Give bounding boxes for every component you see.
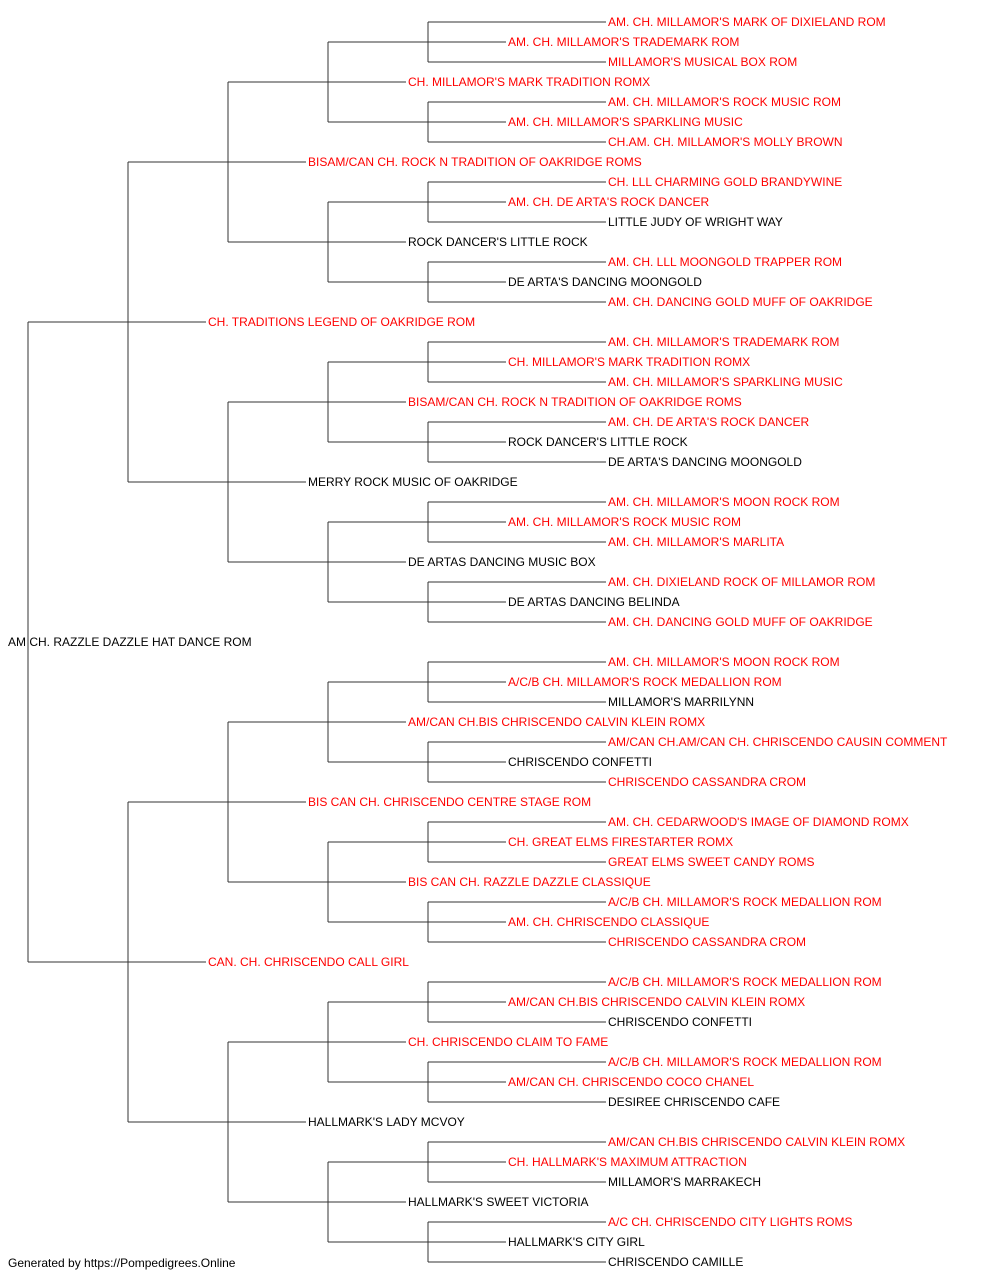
dam-name-gen4: ROCK DANCER'S LITTLE ROCK — [508, 435, 688, 449]
sire-name-gen5: A/C/B CH. MILLAMOR'S ROCK MEDALLION ROM — [608, 975, 882, 989]
sire-name-gen4: AM/CAN CH.BIS CHRISCENDO CALVIN KLEIN RO… — [508, 995, 805, 1009]
sire-name-gen3: BISAM/CAN CH. ROCK N TRADITION OF OAKRID… — [408, 395, 742, 409]
sire-name-gen3: CH. CHRISCENDO CLAIM TO FAME — [408, 1035, 608, 1049]
sire-name-gen4: AM. CH. MILLAMOR'S ROCK MUSIC ROM — [508, 515, 741, 529]
sire-name-gen5: AM. CH. MILLAMOR'S TRADEMARK ROM — [608, 335, 839, 349]
dam-name-gen5: CHRISCENDO CASSANDRA CROM — [608, 935, 806, 949]
dam-name-gen5: AM. CH. MILLAMOR'S MARLITA — [608, 535, 784, 549]
sire-name-gen4: AM. CH. MILLAMOR'S TRADEMARK ROM — [508, 35, 739, 49]
sire-name-gen4: AM. CH. DE ARTA'S ROCK DANCER — [508, 195, 710, 209]
sire-name-gen4: CH. HALLMARK'S MAXIMUM ATTRACTION — [508, 1155, 747, 1169]
sire-name-gen5: AM. CH. CEDARWOOD'S IMAGE OF DIAMOND ROM… — [608, 815, 909, 829]
sire-name-gen5: A/C/B CH. MILLAMOR'S ROCK MEDALLION ROM — [608, 1055, 882, 1069]
sire-name-gen5: CH. LLL CHARMING GOLD BRANDYWINE — [608, 175, 842, 189]
sire-name-gen4: CH. GREAT ELMS FIRESTARTER ROMX — [508, 835, 733, 849]
sire-name-gen5: AM. CH. MILLAMOR'S MOON ROCK ROM — [608, 495, 840, 509]
dam-name-gen5: AM. CH. DANCING GOLD MUFF OF OAKRIDGE — [608, 615, 873, 629]
sire-name-gen4: A/C/B CH. MILLAMOR'S ROCK MEDALLION ROM — [508, 675, 782, 689]
dam-name-gen2: MERRY ROCK MUSIC OF OAKRIDGE — [308, 475, 518, 489]
dam-name-gen5: AM. CH. DANCING GOLD MUFF OF OAKRIDGE — [608, 295, 873, 309]
dam-name-gen5: MILLAMOR'S MARRILYNN — [608, 695, 754, 709]
sire-name-gen5: AM. CH. MILLAMOR'S MARK OF DIXIELAND ROM — [608, 15, 886, 29]
sire-name-gen5: AM. CH. DE ARTA'S ROCK DANCER — [608, 415, 810, 429]
sire-name-gen5: AM/CAN CH.AM/CAN CH. CHRISCENDO CAUSIN C… — [608, 735, 948, 749]
dam-name-gen5: CHRISCENDO CONFETTI — [608, 1015, 752, 1029]
sire-name-gen3: AM/CAN CH.BIS CHRISCENDO CALVIN KLEIN RO… — [408, 715, 705, 729]
dam-name-gen4: CHRISCENDO CONFETTI — [508, 755, 652, 769]
subject-name: AM CH. RAZZLE DAZZLE HAT DANCE ROM — [8, 635, 252, 649]
dam-name-gen3: DE ARTAS DANCING MUSIC BOX — [408, 555, 596, 569]
dam-name-gen4: AM. CH. MILLAMOR'S SPARKLING MUSIC — [508, 115, 743, 129]
dam-name-gen5: CHRISCENDO CAMILLE — [608, 1255, 743, 1269]
dam-name-gen3: HALLMARK'S SWEET VICTORIA — [408, 1195, 589, 1209]
sire-name-gen1: CH. TRADITIONS LEGEND OF OAKRIDGE ROM — [208, 315, 475, 329]
dam-name-gen4: DE ARTAS DANCING BELINDA — [508, 595, 680, 609]
dam-name-gen5: DESIREE CHRISCENDO CAFE — [608, 1095, 780, 1109]
dam-name-gen5: MILLAMOR'S MUSICAL BOX ROM — [608, 55, 797, 69]
dam-name-gen2: HALLMARK'S LADY MCVOY — [308, 1115, 465, 1129]
sire-name-gen2: BISAM/CAN CH. ROCK N TRADITION OF OAKRID… — [308, 155, 642, 169]
dam-name-gen4: AM/CAN CH. CHRISCENDO COCO CHANEL — [508, 1075, 754, 1089]
sire-name-gen5: AM. CH. MILLAMOR'S MOON ROCK ROM — [608, 655, 840, 669]
dam-name-gen4: DE ARTA'S DANCING MOONGOLD — [508, 275, 702, 289]
dam-name-gen1: CAN. CH. CHRISCENDO CALL GIRL — [208, 955, 409, 969]
dam-name-gen5: DE ARTA'S DANCING MOONGOLD — [608, 455, 802, 469]
sire-name-gen3: CH. MILLAMOR'S MARK TRADITION ROMX — [408, 75, 650, 89]
dam-name-gen5: MILLAMOR'S MARRAKECH — [608, 1175, 761, 1189]
sire-name-gen5: AM. CH. DIXIELAND ROCK OF MILLAMOR ROM — [608, 575, 875, 589]
sire-name-gen2: BIS CAN CH. CHRISCENDO CENTRE STAGE ROM — [308, 795, 591, 809]
dam-name-gen4: HALLMARK'S CITY GIRL — [508, 1235, 645, 1249]
dam-name-gen3: BIS CAN CH. RAZZLE DAZZLE CLASSIQUE — [408, 875, 651, 889]
dam-name-gen5: GREAT ELMS SWEET CANDY ROMS — [608, 855, 814, 869]
sire-name-gen5: AM/CAN CH.BIS CHRISCENDO CALVIN KLEIN RO… — [608, 1135, 905, 1149]
dam-name-gen5: CHRISCENDO CASSANDRA CROM — [608, 775, 806, 789]
dam-name-gen5: AM. CH. MILLAMOR'S SPARKLING MUSIC — [608, 375, 843, 389]
dam-name-gen5: CH.AM. CH. MILLAMOR'S MOLLY BROWN — [608, 135, 843, 149]
sire-name-gen5: A/C/B CH. MILLAMOR'S ROCK MEDALLION ROM — [608, 895, 882, 909]
sire-name-gen4: CH. MILLAMOR'S MARK TRADITION ROMX — [508, 355, 750, 369]
dam-name-gen4: AM. CH. CHRISCENDO CLASSIQUE — [508, 915, 709, 929]
sire-name-gen5: AM. CH. MILLAMOR'S ROCK MUSIC ROM — [608, 95, 841, 109]
sire-name-gen5: AM. CH. LLL MOONGOLD TRAPPER ROM — [608, 255, 842, 269]
footer-credit: Generated by https://Pompedigrees.Online — [8, 1256, 236, 1270]
dam-name-gen3: ROCK DANCER'S LITTLE ROCK — [408, 235, 588, 249]
sire-name-gen5: A/C CH. CHRISCENDO CITY LIGHTS ROMS — [608, 1215, 852, 1229]
dam-name-gen5: LITTLE JUDY OF WRIGHT WAY — [608, 215, 783, 229]
